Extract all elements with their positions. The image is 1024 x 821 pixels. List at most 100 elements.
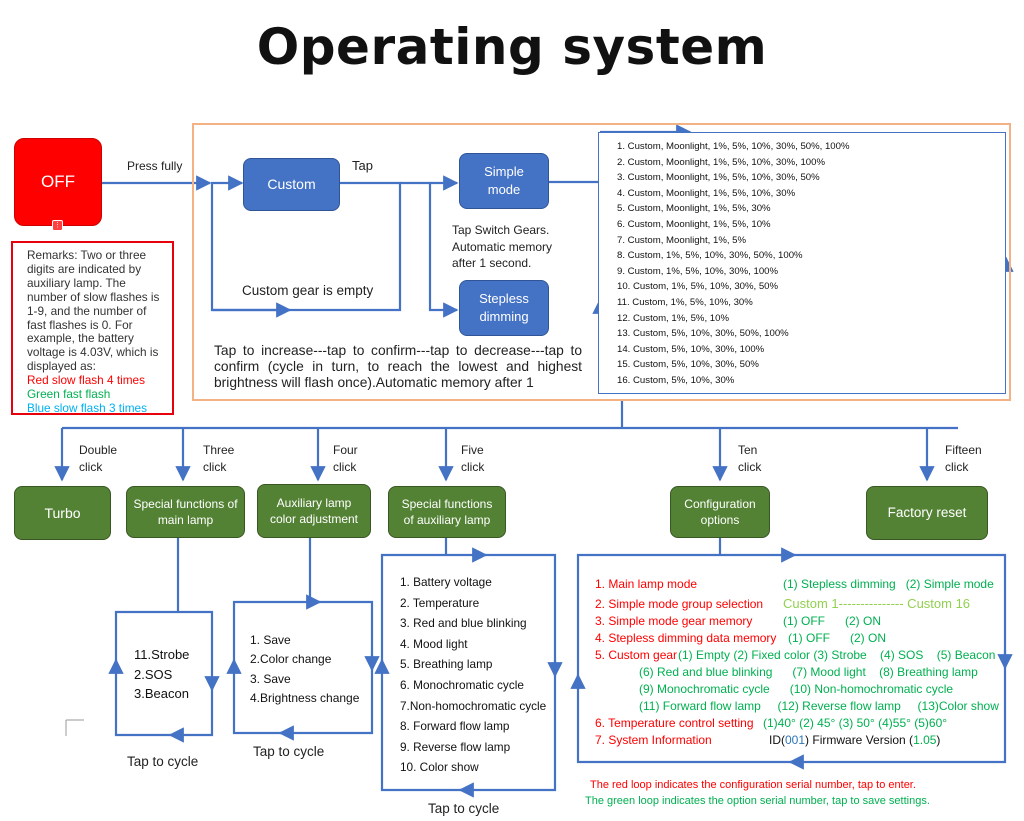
three-click-label: Three click [203,443,235,475]
aux-color-list: 1. Save 2.Color change 3. Save 4.Brightn… [250,631,359,709]
aux-special-list: 1. Battery voltage 2. Temperature 3. Red… [400,572,546,778]
remarks-red: Red slow flash 4 times [27,373,146,388]
special-main-box[interactable]: Special functions of main lamp [126,486,245,538]
config-row-6: 6. Temperature control setting [595,716,754,730]
tap-switch-text: Tap Switch Gears. Automatic memory after… [452,223,553,271]
id-prefix: ID( [769,733,785,747]
config-row-5: 5. Custom gear [595,648,678,662]
simple-mode-label: Simple mode [484,164,524,197]
simple-mode-item: 4. Custom, Moonlight, 1%, 5%, 10%, 30% [617,187,796,199]
system-info: ID(001) Firmware Version (1.05) [769,733,940,747]
config-opt-2: Custom 1--------------- Custom 16 [783,596,971,611]
simple-mode-item: 9. Custom, 1%, 5%, 10%, 30%, 100% [617,265,779,277]
custom-label: Custom [267,176,316,193]
move-handle-icon: ⋮ [52,220,63,231]
fw-prefix: ) Firmware Version ( [805,733,914,747]
fw-suffix: ) [936,733,941,747]
config-opt-1: (1) Stepless dimming (2) Simple mode [783,577,994,591]
list-item: 2. Temperature [400,595,480,610]
simple-mode-item: 15. Custom, 5%, 10%, 30%, 50% [617,359,759,371]
list-item: 4. Mood light [400,636,468,651]
tap-increase-text: Tap to increase---tap to confirm---tap t… [214,343,582,390]
config-opt-6: (1)40° (2) 45° (3) 50° (4)55° (5)60° [763,716,948,730]
simple-mode-item: 5. Custom, Moonlight, 1%, 5%, 30% [617,203,771,215]
config-opt-5a: (1) Empty (2) Fixed color (3) Strobe (4)… [678,648,996,662]
custom-empty-label: Custom gear is empty [242,283,374,298]
simple-mode-item: 3. Custom, Moonlight, 1%, 5%, 10%, 30%, … [617,172,820,184]
orange-frame [192,123,1011,401]
tap-to-cycle-label: Tap to cycle [428,801,500,816]
list-item: 6. Monochromatic cycle [400,677,524,692]
remarks-green: Green fast flash [27,387,111,402]
simple-mode-item: 14. Custom, 5%, 10%, 30%, 100% [617,343,765,355]
turbo-box[interactable]: Turbo [14,486,111,540]
note-red: The red loop indicates the configuration… [590,779,916,791]
fifteen-click-label: Fifteen click [945,443,982,475]
list-item: 9. Reverse flow lamp [400,739,511,754]
simple-mode-box[interactable]: Simple mode [459,153,549,209]
list-item: 2.SOS [134,666,173,682]
tap-to-cycle-label: Tap to cycle [253,744,325,759]
config-opt-5b: (6) Red and blue blinking (7) Mood light… [639,665,978,679]
simple-mode-item: 12. Custom, 1%, 5%, 10% [617,312,729,324]
remarks-blue: Blue slow flash 3 times [27,400,147,415]
off-button[interactable]: OFF [14,138,102,226]
five-click-label: Five click [461,443,485,475]
config-row-3: 3. Simple mode gear memory [595,614,753,628]
special-main-label: Special functions of main lamp [133,496,238,527]
config-row-7: 7. System Information [595,733,712,747]
simple-mode-item: 2. Custom, Moonlight, 1%, 5%, 10%, 30%, … [617,156,825,168]
main-special-list: 11.Strobe 2.SOS 3.Beacon [134,645,189,704]
factory-reset-label: Factory reset [887,504,967,520]
id-value: 001 [785,733,806,747]
list-item: 10. Color show [400,760,479,775]
ten-click-label: Ten click [738,443,762,475]
simple-mode-item: 6. Custom, Moonlight, 1%, 5%, 10% [617,218,771,230]
list-item: 3. Red and blue blinking [400,616,527,631]
config-row-4: 4. Stepless dimming data memory [595,631,777,645]
off-label: OFF [41,172,75,191]
aux-color-box[interactable]: Auxiliary lamp color adjustment [257,484,371,538]
turbo-label: Turbo [44,504,81,521]
list-item: 3.Beacon [134,686,189,701]
list-item: 7.Non-homochromatic cycle [400,698,547,713]
note-green: The green loop indicates the option seri… [585,795,930,807]
stepless-dimming-box[interactable]: Stepless dimming [459,280,549,336]
aux-color-label: Auxiliary lamp color adjustment [269,495,359,526]
tap-to-cycle-label: Tap to cycle [127,754,199,769]
factory-reset-box[interactable]: Factory reset [866,486,988,540]
simple-mode-item: 1. Custom, Moonlight, 1%, 5%, 10%, 30%, … [617,141,850,152]
simple-mode-item: 10. Custom, 1%, 5%, 10%, 30%, 50% [617,281,779,293]
custom-box[interactable]: Custom [243,158,340,211]
list-item: 4.Brightness change [250,691,360,706]
config-row-2: 2. Simple mode group selection [595,597,764,611]
list-item: 2.Color change [250,652,332,667]
simple-modes-list: 1. Custom, Moonlight, 1%, 5%, 10%, 30%, … [598,132,1006,394]
press-fully-label: Press fully [127,159,183,173]
config-opt-5d: (11) Forward flow lamp (12) Reverse flow… [639,699,999,713]
simple-mode-item: 7. Custom, Moonlight, 1%, 5% [617,234,747,246]
config-opt-5c: (9) Monochromatic cycle (10) Non-homochr… [639,682,954,696]
simple-mode-item: 8. Custom, 1%, 5%, 10%, 30%, 50%, 100% [617,250,803,262]
remarks-box: Remarks: Two or three digits are indicat… [11,241,174,415]
special-aux-box[interactable]: Special functions of auxiliary lamp [388,486,506,538]
simple-mode-item: 13. Custom, 5%, 10%, 30%, 50%, 100% [617,328,789,340]
config-row-1: 1. Main lamp mode [595,577,698,591]
page-title: Operating system [256,18,768,76]
config-box[interactable]: Configuration options [670,486,770,538]
fw-value: 1.05 [913,733,937,747]
list-item: 5. Breathing lamp [400,657,493,672]
simple-mode-item: 11. Custom, 1%, 5%, 10%, 30% [617,296,753,308]
config-opt-3: (1) OFF (2) ON [783,614,881,628]
simple-mode-item: 16. Custom, 5%, 10%, 30% [617,374,735,386]
config-opt-4: (1) OFF (2) ON [788,631,886,645]
list-item: 8. Forward flow lamp [400,719,510,734]
config-label: Configuration options [684,496,756,527]
list-item: 1. Battery voltage [400,575,492,589]
list-item: 1. Save [250,633,291,647]
remarks-text: Remarks: Two or three digits are indicat… [27,248,160,374]
list-item: 11.Strobe [134,647,190,662]
list-item: 3. Save [250,671,291,686]
special-aux-label: Special functions of auxiliary lamp [401,496,493,527]
